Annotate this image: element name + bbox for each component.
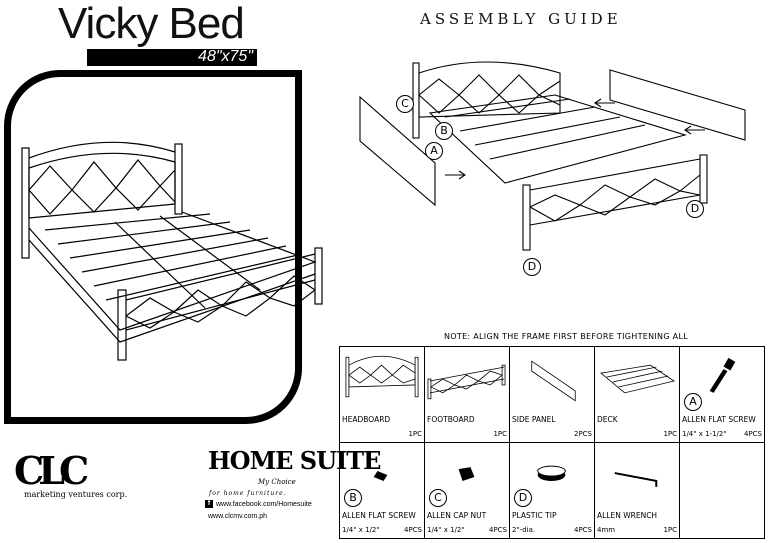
facebook-icon: f	[205, 500, 213, 508]
part-allen-flat-screw-b: B ALLEN FLAT SCREW 1/4" x 1/2" 4PCS	[339, 442, 425, 539]
part-allen-cap-nut: C ALLEN CAP NUT 1/4" x 1/2" 4PCS	[424, 442, 510, 539]
side-panel-icon	[531, 360, 576, 402]
screw-icon	[709, 357, 736, 393]
label-d-bottom: D	[523, 258, 541, 276]
part-name: ALLEN CAP NUT	[427, 511, 487, 520]
home-suite-sub: My Choice	[258, 478, 296, 486]
part-name: FOOTBOARD	[427, 415, 475, 424]
part-letter: B	[344, 489, 362, 507]
part-deck: DECK 1PC	[594, 346, 680, 443]
label-c: C	[396, 95, 414, 113]
deck-icon	[600, 364, 676, 394]
part-qty: 4PCS	[403, 526, 422, 534]
assembly-note: NOTE: ALIGN THE FRAME FIRST BEFORE TIGHT…	[444, 332, 688, 341]
part-footboard: FOOTBOARD 1PC	[424, 346, 510, 443]
home-suite-logo: HOME SUITE	[208, 446, 381, 475]
part-name: ALLEN FLAT SCREW	[682, 415, 756, 424]
part-qty: 4PCS	[573, 526, 592, 534]
bed-illustration-frame	[4, 70, 302, 424]
part-qty: 2PCS	[573, 430, 592, 438]
cap-nut-icon	[458, 467, 475, 481]
part-allen-wrench: ALLEN WRENCH 4mm 1PC	[594, 442, 680, 539]
part-qty: 4PCS	[488, 526, 507, 534]
part-qty: 4PCS	[743, 430, 762, 438]
part-qty: 1PC	[663, 526, 677, 534]
part-plastic-tip: D PLASTIC TIP 2"-dia. 4PCS	[509, 442, 595, 539]
part-letter: C	[429, 489, 447, 507]
part-name: ALLEN FLAT SCREW	[342, 511, 416, 520]
guide-title: ASSEMBLY GUIDE	[420, 10, 622, 28]
part-side-panel: SIDE PANEL 2PCS	[509, 346, 595, 443]
home-suite-tagline: for home furniture.	[209, 490, 287, 497]
product-title: Vicky Bed	[58, 0, 245, 48]
size-label: 48"x75"	[198, 48, 253, 65]
bed-illustration	[21, 141, 323, 361]
website-link[interactable]: www.clcmv.com.ph	[208, 513, 267, 520]
part-size: 1/4" x 1-1/2"	[682, 430, 727, 438]
part-qty: 1PC	[408, 430, 422, 438]
facebook-url: www.facebook.com/Homesuite	[216, 500, 312, 508]
plastic-tip-icon	[537, 465, 566, 481]
part-name: DECK	[597, 415, 618, 424]
clc-tagline: marketing ventures corp.	[24, 490, 128, 499]
part-size: 1/4" x 1/2"	[342, 526, 380, 534]
part-qty: 1PC	[663, 430, 677, 438]
empty-cell	[679, 442, 765, 539]
part-name: PLASTIC TIP	[512, 511, 557, 520]
part-letter: A	[684, 393, 702, 411]
part-name: SIDE PANEL	[512, 415, 556, 424]
part-name: HEADBOARD	[342, 415, 391, 424]
part-allen-flat-screw-a: A ALLEN FLAT SCREW 1/4" x 1-1/2" 4PCS	[679, 346, 765, 443]
part-size: 2"-dia.	[512, 526, 536, 534]
label-a: A	[425, 142, 443, 160]
parts-table: HEADBOARD 1PC FOOTBOARD 1PC SIDE PANEL 2…	[339, 346, 765, 539]
part-size: 1/4" x 1/2"	[427, 526, 465, 534]
clc-logo: CLC	[14, 448, 89, 493]
allen-wrench-icon	[614, 472, 658, 487]
size-bar: 48"x75"	[87, 48, 257, 66]
label-d-right: D	[686, 200, 704, 218]
headboard-icon	[345, 355, 419, 398]
part-name: ALLEN WRENCH	[597, 511, 658, 520]
footboard-icon	[427, 364, 506, 400]
part-qty: 1PC	[493, 430, 507, 438]
assembly-diagram	[359, 61, 746, 251]
part-size: 4mm	[597, 526, 616, 534]
part-headboard: HEADBOARD 1PC	[339, 346, 425, 443]
short-screw-icon	[373, 471, 388, 481]
label-b: B	[435, 122, 453, 140]
part-letter: D	[514, 489, 532, 507]
